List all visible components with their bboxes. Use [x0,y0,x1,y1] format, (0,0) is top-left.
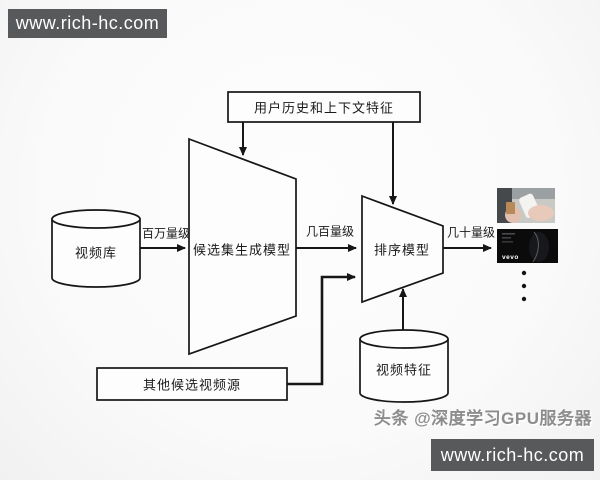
credit-watermark: 头条 @深度学习GPU服务器 [373,409,592,428]
millions-scale-label: 百万量级 [141,226,191,241]
candidate-generation-trapezoid [188,137,297,356]
video-thumbnail-vevo: vevo [497,229,558,263]
tens-scale-label: 几十量级 [446,225,496,240]
context-features-box [227,91,421,123]
context-features-label: 用户历史和上下文特征 [253,100,395,116]
ranking-model-label: 排序模型 [373,242,431,258]
watermark-url-top: www.rich-hc.com [15,13,160,33]
ellipsis-dots [521,270,527,302]
video-db-label: 视频库 [74,245,118,261]
watermark-url-bottom: www.rich-hc.com [440,444,585,465]
candidate-generation-label: 候选集生成模型 [192,242,292,258]
other-sources-box [96,367,288,401]
hundreds-scale-label: 几百量级 [305,224,355,239]
arrow-othersources-to-ranking [287,273,356,386]
other-sources-label: 其他候选视频源 [142,377,242,393]
watermark-banner-top: www.rich-hc.com [8,9,167,38]
watermark-banner-bottom: www.rich-hc.com [431,439,594,471]
video-db-cylinder [51,209,141,288]
vevo-logo: vevo [502,254,519,261]
ranking-trapezoid [361,194,444,304]
video-features-cylinder [359,329,449,403]
video-features-label: 视频特征 [375,362,433,378]
video-thumbnail-hands-phone [497,188,555,223]
